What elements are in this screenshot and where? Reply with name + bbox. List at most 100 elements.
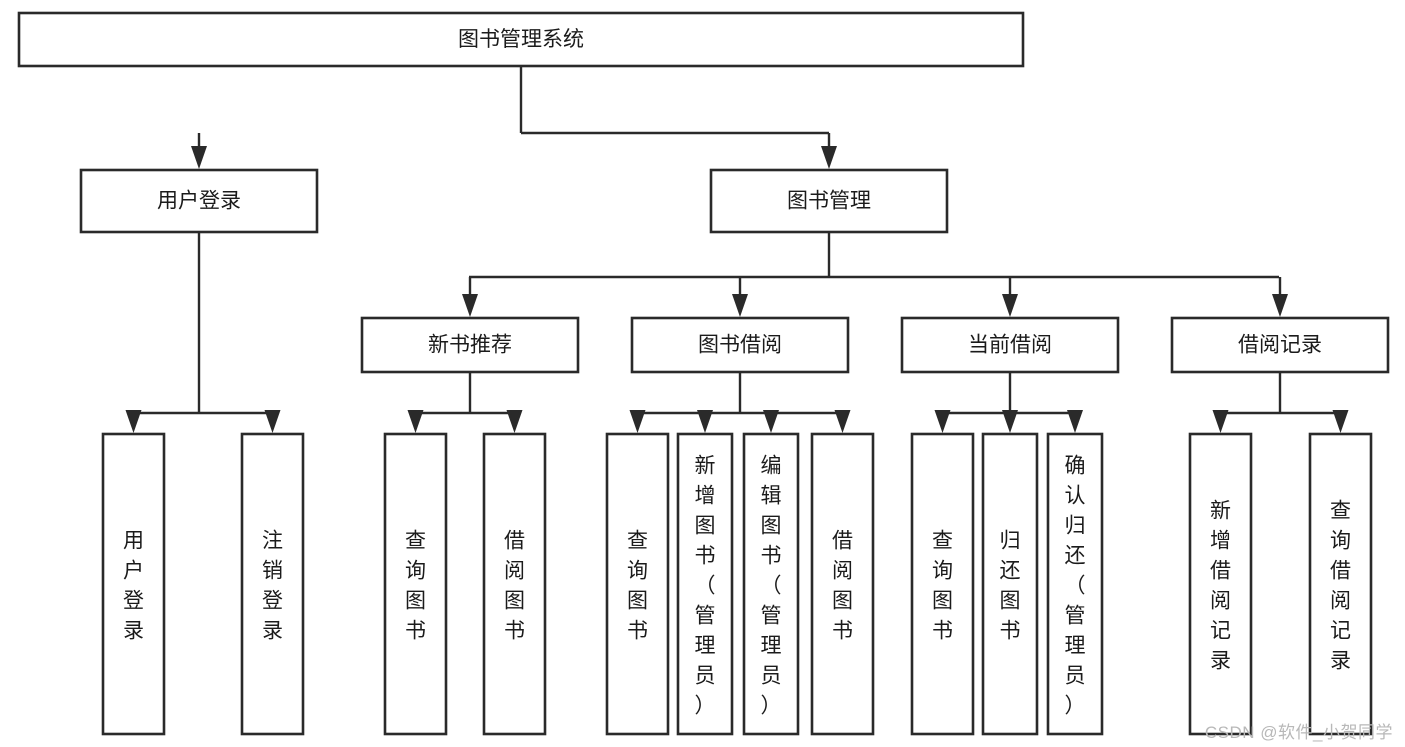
- connectors-layer: [125, 66, 1349, 433]
- node-label-char: 还: [1065, 544, 1086, 567]
- node-box[interactable]: [1046, 432, 1104, 736]
- arrow-head-icon: [264, 410, 281, 433]
- node-leaf-query-book-borrow[interactable]: 查询图书: [605, 432, 670, 736]
- node-box[interactable]: [240, 432, 305, 736]
- node-leaf-query-book-recommend[interactable]: 查询图书: [383, 432, 448, 736]
- node-label-char: 辑: [761, 484, 782, 507]
- connector-group: [133, 232, 272, 415]
- node-label-char: 员: [761, 664, 782, 687]
- node-label-char: 用: [123, 529, 144, 552]
- connector-edge: [934, 410, 951, 433]
- node-label-char: 新: [695, 454, 716, 477]
- node-root[interactable]: 图书管理系统: [17, 11, 1025, 68]
- node-label-char: 户: [123, 559, 144, 582]
- node-box[interactable]: [360, 316, 580, 374]
- node-label: 图书借阅: [698, 334, 782, 357]
- node-leaf-query-borrow-record[interactable]: 查询借阅记录: [1308, 432, 1373, 736]
- node-box[interactable]: [981, 432, 1039, 736]
- node-user-login[interactable]: 用户登录: [79, 168, 319, 234]
- node-label-char: 书: [761, 544, 782, 567]
- node-label: 新书推荐: [428, 334, 512, 357]
- node-label-char: 管: [1065, 604, 1086, 627]
- connector-edge: [1067, 410, 1083, 433]
- node-box[interactable]: [383, 432, 448, 736]
- node-label: 查询图书: [932, 529, 953, 642]
- node-box[interactable]: [709, 168, 949, 234]
- node-box[interactable]: [1308, 432, 1373, 736]
- node-box[interactable]: [810, 432, 875, 736]
- node-label-char: 查: [932, 529, 953, 552]
- node-box[interactable]: [482, 432, 547, 736]
- node-label-char: 借: [1330, 559, 1351, 582]
- node-box[interactable]: [676, 432, 734, 736]
- node-label-char: 查: [405, 529, 426, 552]
- nodes-layer: 图书管理系统用户登录图书管理新书推荐图书借阅当前借阅借阅记录用户登录注销登录查询…: [17, 11, 1390, 736]
- node-label-char: 图: [405, 589, 426, 612]
- node-label-char: 查: [1330, 499, 1351, 522]
- node-borrow-record[interactable]: 借阅记录: [1170, 316, 1390, 374]
- connector-group: [469, 232, 1279, 279]
- node-label-char: 阅: [832, 559, 853, 582]
- node-box[interactable]: [1170, 316, 1390, 374]
- connector-group: [415, 372, 514, 415]
- node-new-book-recommend[interactable]: 新书推荐: [360, 316, 580, 374]
- connector-group: [519, 66, 829, 135]
- node-box[interactable]: [910, 432, 975, 736]
- node-label-char: 还: [1000, 559, 1021, 582]
- node-label: 用户登录: [123, 529, 144, 642]
- node-label-char: 书: [504, 619, 525, 642]
- node-label-char: 录: [123, 619, 144, 642]
- node-leaf-add-book[interactable]: 新增图书（管理员）: [676, 432, 734, 736]
- node-box[interactable]: [1188, 432, 1253, 736]
- node-leaf-borrow-book[interactable]: 借阅图书: [810, 432, 875, 736]
- node-label-char: 借: [832, 529, 853, 552]
- arrow-head-icon: [125, 410, 142, 433]
- node-box[interactable]: [630, 316, 850, 374]
- node-label-char: 借: [504, 529, 525, 552]
- node-box[interactable]: [900, 316, 1120, 374]
- node-book-borrow[interactable]: 图书借阅: [630, 316, 850, 374]
- node-label: 新增图书（管理员）: [695, 454, 716, 717]
- node-box[interactable]: [742, 432, 800, 736]
- node-leaf-user-login[interactable]: 用户登录: [101, 432, 166, 736]
- node-leaf-logout-login[interactable]: 注销登录: [240, 432, 305, 736]
- connector-edge: [1002, 277, 1018, 317]
- node-label-char: 图: [627, 589, 648, 612]
- node-leaf-add-borrow-record[interactable]: 新增借阅记录: [1188, 432, 1253, 736]
- node-label: 图书管理系统: [458, 28, 584, 51]
- connector-edge: [506, 410, 523, 433]
- node-label-char: （: [1065, 574, 1086, 597]
- node-box[interactable]: [17, 11, 1025, 68]
- node-label-char: 销: [262, 559, 283, 582]
- connector-group: [942, 372, 1075, 415]
- watermark-text: CSDN @软件_小贺同学: [1204, 723, 1393, 742]
- node-leaf-confirm-return[interactable]: 确认归还（管理员）: [1046, 432, 1104, 736]
- node-leaf-return-book[interactable]: 归还图书: [981, 432, 1039, 736]
- node-label-char: 理: [1065, 634, 1086, 657]
- arrow-head-icon: [934, 410, 951, 433]
- node-label-char: 归: [1065, 514, 1086, 537]
- node-leaf-query-book-current[interactable]: 查询图书: [910, 432, 975, 736]
- node-label: 查询图书: [627, 529, 648, 642]
- node-box[interactable]: [79, 168, 319, 234]
- connector-edge: [821, 133, 837, 169]
- node-label: 查询借阅记录: [1330, 499, 1351, 672]
- node-book-management[interactable]: 图书管理: [709, 168, 949, 234]
- connector-edge: [191, 133, 207, 169]
- node-box[interactable]: [101, 432, 166, 736]
- node-leaf-edit-book[interactable]: 编辑图书（管理员）: [742, 432, 800, 736]
- node-leaf-borrow-book-recommend[interactable]: 借阅图书: [482, 432, 547, 736]
- node-label: 借阅图书: [504, 529, 525, 642]
- node-box[interactable]: [605, 432, 670, 736]
- connector-edge: [834, 410, 851, 433]
- node-label-char: 图: [1000, 589, 1021, 612]
- node-label-char: 归: [1000, 529, 1021, 552]
- node-current-borrow[interactable]: 当前借阅: [900, 316, 1120, 374]
- node-label-char: 询: [405, 559, 426, 582]
- node-label: 编辑图书（管理员）: [761, 454, 782, 717]
- node-label-char: （: [695, 574, 716, 597]
- node-label-char: 增: [695, 484, 716, 507]
- connector-edge: [1272, 277, 1288, 317]
- arrow-head-icon: [1002, 410, 1018, 433]
